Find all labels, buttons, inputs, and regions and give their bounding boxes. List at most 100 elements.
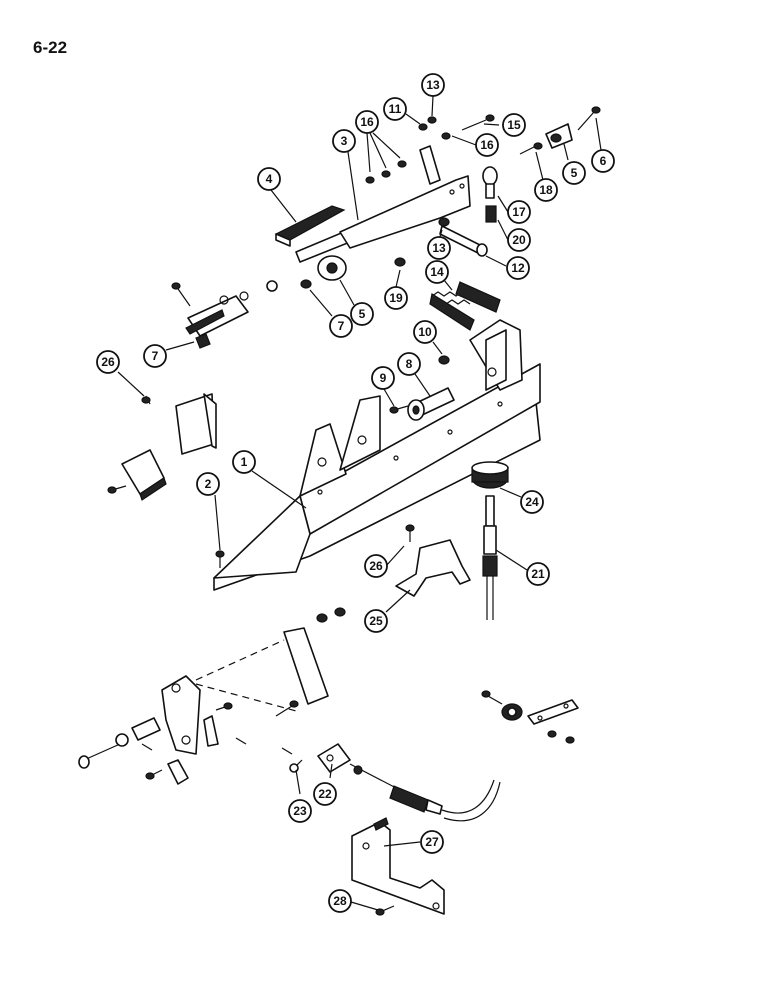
callout-7: 7 — [329, 314, 353, 338]
svg-text:15: 15 — [507, 118, 521, 132]
callout-26: 26 — [96, 350, 120, 374]
callout-1: 1 — [232, 450, 256, 474]
bolt — [141, 395, 151, 405]
svg-text:27: 27 — [425, 835, 439, 849]
pedal-pad — [274, 205, 346, 247]
callout-15: 15 — [502, 113, 526, 137]
callout-26-lower: 26 — [364, 554, 388, 578]
svg-text:1: 1 — [241, 455, 248, 469]
bolt — [389, 405, 409, 414]
svg-text:16: 16 — [480, 138, 494, 152]
callout-7-left: 7 — [143, 344, 167, 368]
callout-25: 25 — [364, 609, 388, 633]
callout-3: 3 — [332, 129, 356, 153]
switch-bracket — [171, 280, 278, 337]
callout-5-lower: 5 — [350, 302, 374, 326]
callout-23: 23 — [288, 799, 312, 823]
control-cable — [482, 495, 498, 620]
svg-text:20: 20 — [512, 233, 526, 247]
svg-text:26: 26 — [101, 355, 115, 369]
bolt — [438, 217, 488, 257]
callout-27: 27 — [420, 830, 444, 854]
svg-text:7: 7 — [152, 349, 159, 363]
svg-text:10: 10 — [418, 325, 432, 339]
mounting-bracket — [121, 449, 167, 501]
cable-end — [349, 763, 501, 822]
svg-text:26: 26 — [369, 559, 383, 573]
callout-17: 17 — [507, 200, 531, 224]
callout-16-right: 16 — [475, 133, 499, 157]
svg-text:22: 22 — [318, 787, 332, 801]
bolt — [215, 550, 225, 568]
callout-20: 20 — [507, 228, 531, 252]
bolt — [107, 485, 127, 494]
stud — [485, 205, 497, 223]
saddle-bracket — [395, 524, 471, 597]
cable-bracket — [351, 817, 445, 915]
svg-text:25: 25 — [369, 614, 383, 628]
clevis-block — [545, 123, 573, 149]
svg-text:14: 14 — [430, 265, 444, 279]
callout-11: 11 — [383, 97, 407, 121]
pedal-arm — [295, 145, 471, 263]
callout-10: 10 — [413, 320, 437, 344]
bolt — [461, 114, 495, 131]
svg-text:5: 5 — [359, 307, 366, 321]
svg-text:2: 2 — [205, 477, 212, 491]
bolt — [145, 769, 163, 780]
svg-text:5: 5 — [571, 166, 578, 180]
svg-text:21: 21 — [531, 567, 545, 581]
page-number-label: 6-22 — [33, 38, 68, 57]
svg-text:28: 28 — [333, 894, 347, 908]
callout-21: 21 — [526, 562, 550, 586]
svg-text:6: 6 — [600, 154, 607, 168]
callout-14: 14 — [425, 260, 449, 284]
nuts-pair — [316, 607, 346, 623]
callout-2: 2 — [196, 472, 220, 496]
callout-18: 18 — [534, 178, 558, 202]
long-bolt — [78, 733, 129, 769]
callout-19: 19 — [384, 286, 408, 310]
link-strap — [167, 715, 219, 785]
alignment-guide-line — [195, 683, 301, 713]
callout-13: 13 — [421, 73, 445, 97]
pivot-tube — [407, 387, 455, 421]
nut — [195, 333, 211, 349]
bellcrank — [161, 675, 201, 755]
svg-text:23: 23 — [293, 804, 307, 818]
cable-clamp — [481, 690, 523, 721]
nuts-cluster — [300, 116, 451, 365]
svg-text:3: 3 — [341, 134, 348, 148]
throttle-knob — [471, 461, 509, 489]
callout-9: 9 — [371, 366, 395, 390]
bolt — [375, 905, 395, 916]
svg-text:24: 24 — [525, 495, 539, 509]
callout-13-lower: 13 — [427, 236, 451, 260]
svg-text:8: 8 — [406, 357, 413, 371]
callout-24: 24 — [520, 490, 544, 514]
svg-text:12: 12 — [511, 261, 525, 275]
svg-text:16: 16 — [360, 115, 374, 129]
bolt — [519, 142, 543, 155]
return-springs — [429, 281, 501, 331]
svg-text:17: 17 — [512, 205, 526, 219]
bolt — [275, 700, 299, 717]
svg-text:19: 19 — [389, 291, 403, 305]
mounting-bracket — [175, 393, 217, 455]
spacer-tube — [131, 717, 161, 741]
callout-8: 8 — [397, 352, 421, 376]
svg-text:11: 11 — [389, 102, 402, 116]
bolt — [577, 106, 601, 131]
link-plate — [283, 627, 329, 705]
callout-28: 28 — [328, 889, 352, 913]
callout-4: 4 — [257, 167, 281, 191]
callout-6: 6 — [591, 149, 615, 173]
callout-22: 22 — [313, 782, 337, 806]
svg-text:9: 9 — [380, 371, 387, 385]
svg-text:4: 4 — [266, 172, 273, 186]
alignment-guide-line — [195, 639, 285, 681]
leader-lines — [117, 95, 602, 911]
clamp-strap — [527, 699, 579, 744]
cable-clevis — [317, 743, 351, 773]
